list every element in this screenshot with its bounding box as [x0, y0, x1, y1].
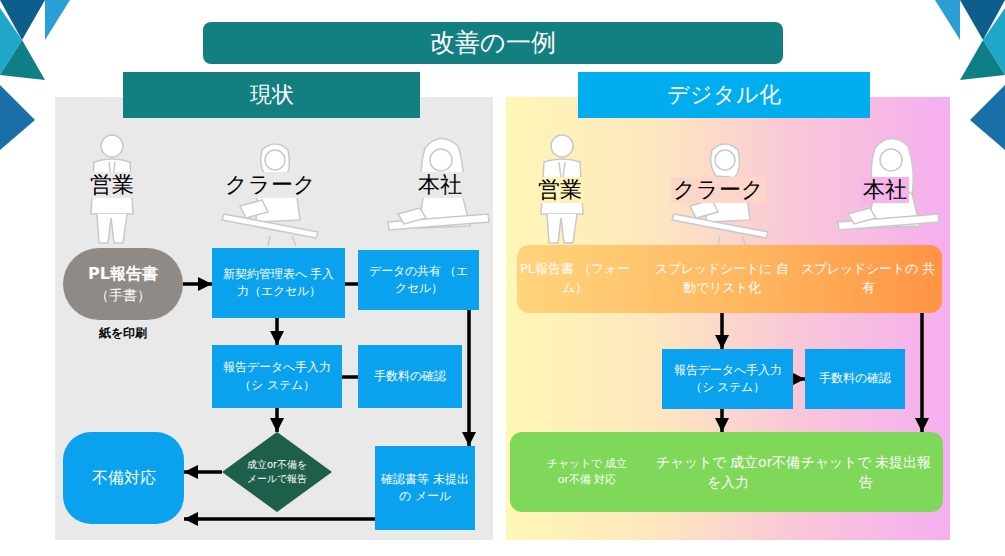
document-node: PL報告書（手書） — [63, 248, 183, 320]
connector — [793, 377, 805, 381]
triangle — [0, 40, 45, 80]
connector — [275, 318, 279, 345]
people — [541, 135, 939, 246]
process-box: 報告データへ手入力（シ ステム） — [212, 345, 342, 408]
connector — [183, 282, 212, 286]
band-text: スプレッドシートに 自動でリスト化 — [652, 260, 792, 298]
box-text: 手数料の確認 — [374, 368, 446, 385]
role-label: クラーク — [223, 172, 318, 198]
panel-heading: デジタル化 — [667, 79, 781, 111]
diamond-shape — [222, 432, 332, 512]
process-box: 報告データへ手入力（シ ステム） — [662, 349, 793, 409]
box-text: 報告データへ手入力（シ ステム） — [218, 359, 336, 394]
connector — [342, 375, 358, 379]
process-box: 確認書等 未提出の メール — [375, 446, 475, 530]
triangle — [970, 85, 1005, 150]
panel-header: 現状 — [123, 72, 420, 118]
triangle — [45, 0, 70, 40]
decision-text: 成立or不備を メールで報告 — [241, 458, 313, 487]
connector — [467, 310, 471, 446]
decision-diamond: 成立or不備を メールで報告 — [222, 432, 332, 512]
person-figure — [838, 138, 939, 230]
band-text: チャットで 成立or不備を入力 — [653, 452, 803, 493]
connector — [345, 282, 358, 286]
connector — [275, 408, 279, 432]
box-text: 不備対応 — [92, 466, 156, 489]
band-text: PL報告書 （フォーム） — [515, 260, 635, 298]
band-text: スプレッドシートの 共有 — [798, 260, 938, 298]
output-band: チャットで 成立or不備 対応チャットで 成立or不備を入力チャットで 未提出報… — [510, 432, 943, 512]
triangle — [935, 0, 960, 40]
process-box: 新契約管理表へ 手入力（エクセル） — [212, 248, 345, 318]
process-box: 手数料の確認 — [805, 349, 905, 409]
diamond-outline — [222, 432, 332, 512]
triangle — [960, 40, 1005, 80]
band-text: チャットで 未提出報告 — [796, 452, 936, 493]
box-text: 報告データへ手入力（シ ステム） — [668, 362, 787, 397]
person-figure — [388, 138, 489, 230]
role-label: 本社 — [416, 172, 464, 198]
box-text: PL報告書 — [88, 262, 158, 285]
title-text: 改善の一例 — [430, 25, 556, 61]
box-text: 新契約管理表へ 手入力（エクセル） — [218, 266, 339, 301]
panel: デジタル化PL報告書 （フォーム）スプレッドシートに 自動でリスト化スプレッドシ… — [506, 97, 950, 540]
person-figure — [222, 144, 318, 246]
role-label: 営業 — [536, 177, 584, 203]
box-text: データの共有 （エクセル） — [364, 263, 473, 298]
note-label: 紙を印刷 — [97, 326, 149, 340]
process-band: PL報告書 （フォーム） スプレッドシートに 自動でリスト化スプレッドシートの 共… — [517, 245, 942, 313]
box-text: 手数料の確認 — [819, 370, 891, 387]
connector — [184, 470, 222, 474]
connector — [720, 313, 724, 349]
connector — [720, 409, 724, 432]
role-label: クラーク — [671, 177, 766, 203]
role-label: 営業 — [88, 172, 136, 198]
title-bar: 改善の一例 — [203, 22, 783, 64]
process-box: データの共有 （エクセル） — [358, 250, 479, 310]
panel: 現状PL報告書（手書）新契約管理表へ 手入力（エクセル）データの共有 （エクセル… — [55, 97, 493, 540]
panel-heading: 現状 — [250, 79, 294, 111]
connector — [184, 517, 375, 521]
panel-header: デジタル化 — [578, 72, 870, 118]
band-text: チャットで 成立or不備 対応 — [542, 456, 632, 488]
connector — [920, 313, 924, 432]
people — [91, 135, 489, 246]
role-label: 本社 — [861, 177, 909, 203]
box-text: 確認書等 未提出の メール — [381, 471, 469, 506]
triangle — [0, 85, 35, 150]
box-subtext: （手書） — [95, 285, 151, 305]
process-box: 手数料の確認 — [358, 345, 462, 408]
terminal-box: 不備対応 — [63, 432, 184, 524]
